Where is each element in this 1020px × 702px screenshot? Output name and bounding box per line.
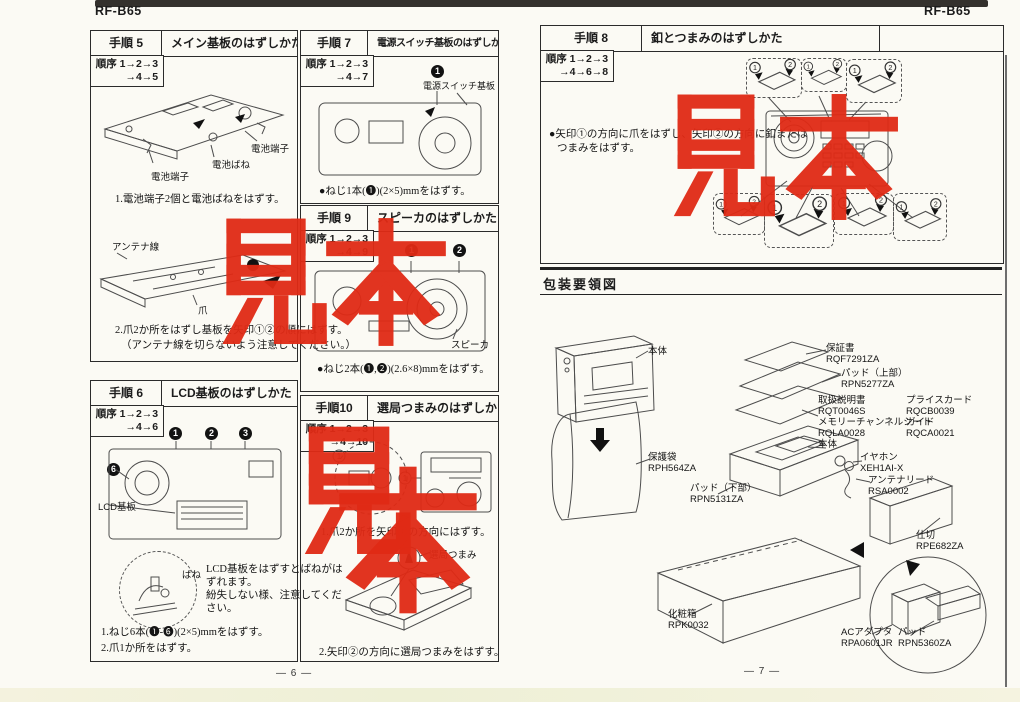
step9-label: 手順 9 <box>301 206 368 231</box>
section-rule-top <box>540 267 1002 270</box>
page-number-left: — 6 — <box>276 668 313 679</box>
step5-header: 手順 5 メイン基板のはずしかた <box>91 31 297 57</box>
part-label-pad: パッド RPN5360ZA <box>898 627 952 649</box>
step8-callout-2 <box>801 58 847 92</box>
step6-callout-line4: さい。 <box>206 603 238 614</box>
step7-header: 手順 7 電源スイッチ基板のはずしかた <box>301 31 498 57</box>
part-label-antenna-lead: アンテナリード RSA0002 <box>868 475 935 497</box>
step7-label: 手順 7 <box>301 31 368 56</box>
step9-note: ●ねじ2本(❶,❷)(2.6×8)mmをはずす。 <box>317 364 490 375</box>
packing-section-title: 包装要領図 <box>543 277 619 292</box>
step7-title: 電源スイッチ基板のはずしかた <box>377 38 498 49</box>
part-label-lower-pad: パッド（下部） RPN5131ZA <box>690 483 757 505</box>
sample-watermark-1-hon <box>326 218 446 346</box>
speaker-label: スピーカ <box>451 340 490 351</box>
sample-watermark-3-mi <box>673 94 775 217</box>
screw-marker-1: 1 <box>431 65 444 78</box>
step5-note-1: 1.電池端子2個と電池ばねをはずす。 <box>115 194 285 205</box>
step6-detail-circle <box>119 551 197 629</box>
section-rule-bottom <box>540 294 1002 295</box>
page-number-right: — 7 — <box>744 666 781 677</box>
part-label-pricecard-group: プライスカード RQCB0039 ガイド RQCA0021 <box>906 395 973 439</box>
step10-label: 手順10 <box>301 396 368 421</box>
step10-note-2: 2.矢印②の方向に選局つまみをはずす。 <box>319 647 505 658</box>
step6-header: 手順 6 LCD基板のはずしかた <box>91 381 297 407</box>
battery-terminal-label-1: 電池端子 <box>151 172 190 183</box>
screw-marker-6: 6 <box>107 463 120 476</box>
step9-header: 手順 9 スピーカのはずしかた <box>301 206 498 232</box>
screw-marker-2: 2 <box>453 244 466 257</box>
power-switch-board-label: 電源スイッチ基板 <box>423 81 496 91</box>
part-label-carton: 化粧箱 RPK0032 <box>668 609 709 631</box>
step8-order: 順序 1→2→3 →4→6→8 <box>539 49 615 82</box>
step8-callout-7 <box>893 193 947 241</box>
scan-bottom-edge <box>0 688 1020 702</box>
sample-watermark-1-mi <box>222 218 327 345</box>
battery-spring-label: 電池ばね <box>212 160 251 171</box>
step8-note-line2: つまみをはずす。 <box>557 143 640 154</box>
part-label-manual-group: 取扱説明書 RQT0046S メモリーチャンネルシート RQLA0028 <box>818 395 932 439</box>
sample-watermark-2-hon <box>339 466 477 614</box>
step10-title: 選局つまみのはずしかた <box>377 401 498 415</box>
step5-title: メイン基板のはずしかた <box>171 36 297 50</box>
part-label-protective-bag: 保護袋 RPH564ZA <box>648 452 697 474</box>
antenna-wire-label: アンテナ線 <box>112 242 160 253</box>
part-label-warranty: 保証書 RQF7291ZA <box>826 343 880 365</box>
scan-top-edge <box>95 0 988 7</box>
step6-callout-line3: 紛失しない様、注意してくだ <box>206 590 342 601</box>
step8-box: 手順 8 釦とつまみのはずしかた 順序 1→2→3 →4→6→8 ●矢印①の方向… <box>539 25 1004 264</box>
step5-label: 手順 5 <box>91 31 162 56</box>
step6-callout-line2: ずれます。 <box>206 577 258 588</box>
step6-callout-line1: LCD基板をはずすとばねがは <box>206 564 343 575</box>
step8-header: 手順 8 釦とつまみのはずしかた <box>541 26 1003 52</box>
screw-marker-1: 1 <box>169 427 182 440</box>
part-label-body-top: 本体 <box>648 346 668 357</box>
claw-label: 爪 <box>198 306 208 317</box>
battery-terminal-label-2: 電池端子 <box>251 144 290 155</box>
part-label-body-mid: 本体 <box>818 439 838 450</box>
step8-label: 手順 8 <box>541 26 642 51</box>
sample-watermark-3-hon <box>780 94 898 220</box>
step8-callout-3 <box>846 59 902 103</box>
part-label-upper-pad: パッド（上部） RPN5277ZA <box>841 368 908 390</box>
step6-note-2: 2.爪1か所をはずす。 <box>101 643 198 654</box>
step6-box: 手順 6 LCD基板のはずしかた 順序 1→2→3 →4→6 1 2 3 6 L… <box>89 380 343 662</box>
button-removal-sketch <box>803 59 843 85</box>
step7-box: 手順 7 電源スイッチ基板のはずしかた 順序 1→2→3 →4→7 1 電源スイ… <box>299 30 499 204</box>
step9-title: スピーカのはずしかた <box>377 211 498 225</box>
tuning-knob-label: 選局つまみ <box>429 550 477 561</box>
step6-lcd-board-diagram <box>108 441 282 540</box>
step6-title: LCD基板のはずしかた <box>171 386 292 400</box>
step8-title: 釦とつまみのはずしかた <box>642 26 880 51</box>
screw-marker-2: 2 <box>205 427 218 440</box>
step7-order: 順序 1→2→3 →4→7 <box>299 54 375 87</box>
step6-order: 順序 1→2→3 →4→6 <box>89 404 165 437</box>
step6-note-1: 1.ねじ6本(❶-❻)(2×5)mmをはずす。 <box>101 627 269 638</box>
step5-chassis-diagram <box>103 94 285 164</box>
step6-label: 手順 6 <box>91 381 162 406</box>
page-header-left: RF-B65 <box>95 4 142 18</box>
part-label-ac-adapter: ACアダプタ RPA0601JR <box>841 627 893 649</box>
page-right-edge <box>1005 55 1007 687</box>
screw-marker-3: 3 <box>239 427 252 440</box>
step5-order: 順序 1→2→3 →4→5 <box>89 54 165 87</box>
part-label-earphone: イヤホン XEH1AI-X <box>860 452 904 474</box>
part-label-divider: 仕切 RPE682ZA <box>916 530 964 552</box>
step7-board-diagram <box>318 91 482 176</box>
spring-label: ばね <box>182 570 202 581</box>
step6-spring-detail <box>132 576 178 616</box>
step10-header: 手順10 選局つまみのはずしかた <box>301 396 498 422</box>
lcd-board-label: LCD基板 <box>98 502 137 513</box>
step5-note-3: （アンテナ線を切らないよう注意してください。） <box>121 340 356 351</box>
packing-exploded-diagram <box>551 335 987 674</box>
step7-note: ●ねじ1本(❶)(2×5)mmをはずす。 <box>319 186 471 197</box>
page-header-right: RF-B65 <box>924 4 971 18</box>
